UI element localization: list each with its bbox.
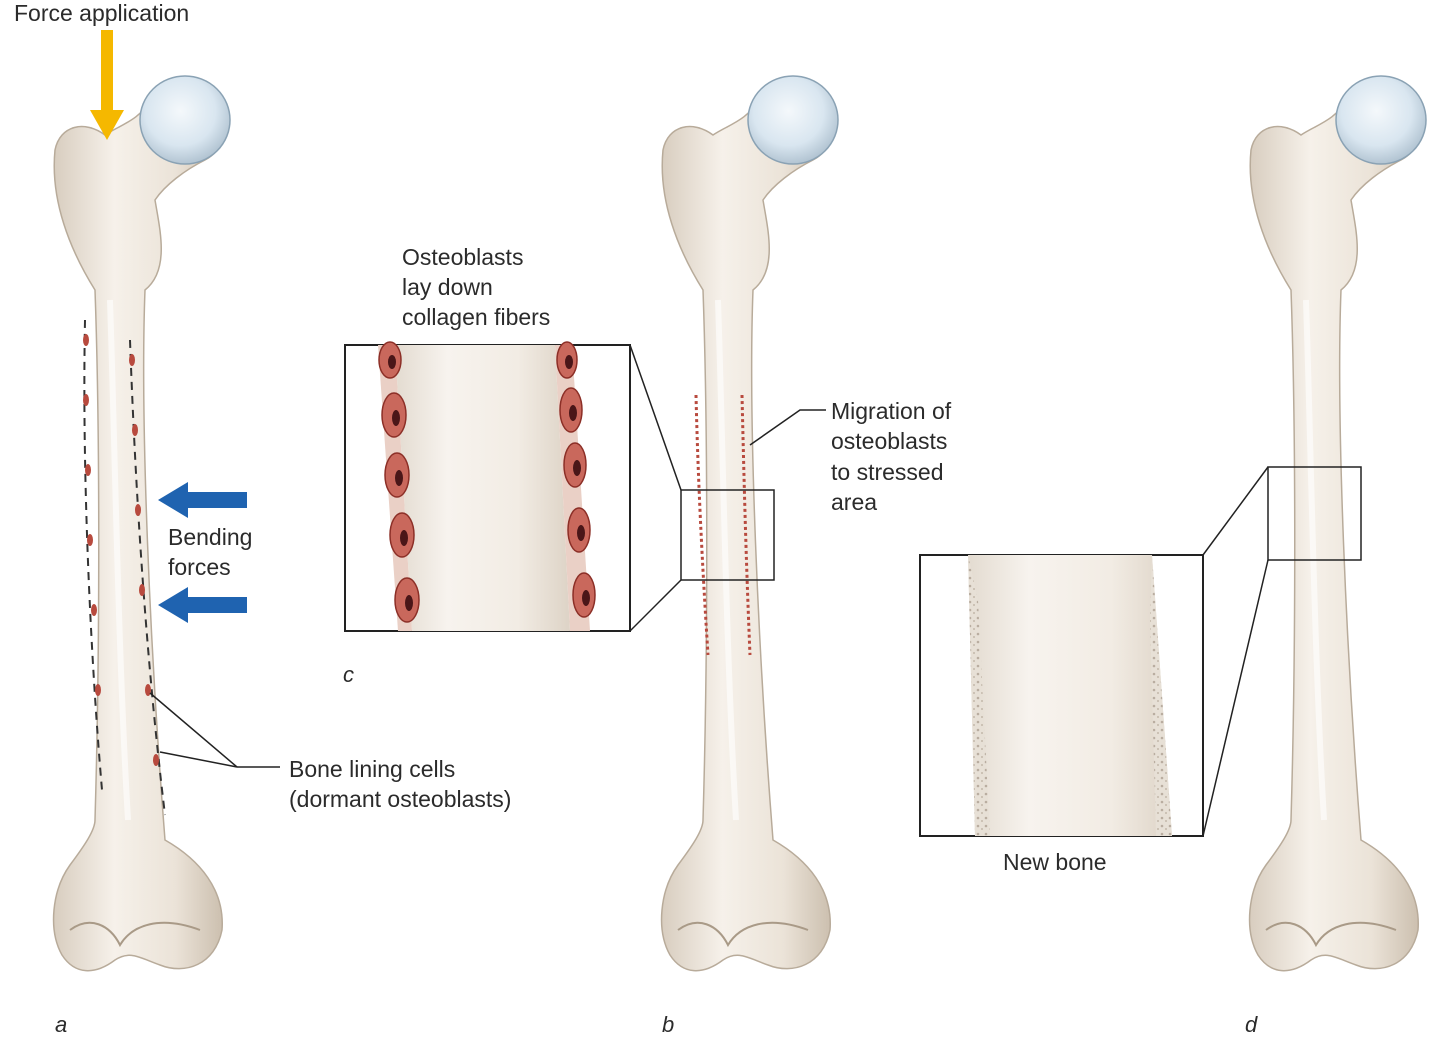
bone-lining-label-1: Bone lining cells	[289, 754, 455, 784]
osteoblasts-label-2: lay down	[402, 272, 493, 302]
osteoblasts-label-3: collagen fibers	[402, 302, 550, 332]
migration-label-1: Migration of	[831, 396, 951, 426]
bone-lining-leaders	[150, 693, 280, 767]
femur-d	[1250, 76, 1426, 971]
migration-leader	[750, 410, 826, 445]
panel-letter-d: d	[1245, 1012, 1257, 1038]
zoom-lines-d	[1203, 467, 1268, 836]
bending-forces-label-2: forces	[168, 552, 231, 582]
inset-d	[920, 555, 1203, 836]
force-application-label: Force application	[14, 0, 189, 28]
bending-forces-label-1: Bending	[168, 522, 252, 552]
migration-label-2: osteoblasts	[831, 426, 947, 456]
femur-b	[662, 76, 838, 971]
panel-letter-a: a	[55, 1012, 67, 1038]
new-bone-label: New bone	[1003, 847, 1107, 877]
zoom-lines-c	[630, 345, 681, 631]
force-arrow	[90, 30, 124, 140]
migration-label-4: area	[831, 487, 877, 517]
migration-label-3: to stressed	[831, 457, 944, 487]
inset-c	[345, 342, 630, 631]
osteoblasts-label-1: Osteoblasts	[402, 242, 523, 272]
panel-letter-c: c	[343, 662, 354, 688]
panel-letter-b: b	[662, 1012, 674, 1038]
bone-lining-label-2: (dormant osteoblasts)	[289, 784, 511, 814]
